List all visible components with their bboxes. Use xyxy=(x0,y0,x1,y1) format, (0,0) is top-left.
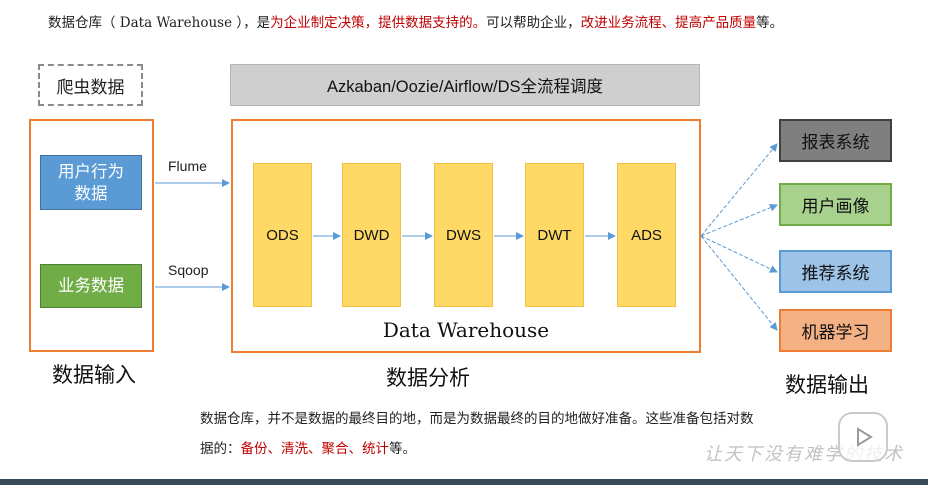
intro-text-3: 等。 xyxy=(756,15,784,31)
intro-highlight-1: 为企业制定决策，提供数据支持的。 xyxy=(270,15,487,31)
arrow-to-report xyxy=(700,143,778,237)
user-behavior-source: 用户行为数据 xyxy=(40,155,142,210)
crawler-data-box: 爬虫数据 xyxy=(38,64,143,106)
note-text-1: 数据仓库，并不是数据的最终目的地，而是为数据最终的目的地做好准备。这些准备包括对… xyxy=(200,411,754,457)
play-button[interactable] xyxy=(838,412,888,462)
warehouse-label: Data Warehouse xyxy=(382,318,550,342)
note-highlight: 备份、清洗、聚合、统计 xyxy=(240,441,390,457)
output-user-profile: 用户画像 xyxy=(779,183,892,226)
arrow-to-recommend xyxy=(700,235,778,273)
sqoop-label: Sqoop xyxy=(168,262,209,278)
input-panel xyxy=(29,119,154,352)
output-report-system: 报表系统 xyxy=(779,119,892,162)
output-machine-learning: 机器学习 xyxy=(779,309,892,352)
layer-ads: ADS xyxy=(617,163,676,307)
layer-dwd: DWD xyxy=(342,163,401,307)
layer-dwt: DWT xyxy=(525,163,584,307)
bottom-note: 数据仓库，并不是数据的最终目的地，而是为数据最终的目的地做好准备。这些准备包括对… xyxy=(200,404,760,464)
output-recommendation-system: 推荐系统 xyxy=(779,250,892,293)
scheduler-banner: Azkaban/Oozie/Airflow/DS全流程调度 xyxy=(230,64,700,106)
intro-text-2: 可以帮助企业， xyxy=(486,15,581,31)
section-data-analysis: 数据分析 xyxy=(386,366,470,390)
business-data-source: 业务数据 xyxy=(40,264,142,308)
layer-dws: DWS xyxy=(434,163,493,307)
flume-label: Flume xyxy=(168,158,207,174)
intro-sentence: 数据仓库（ Data Warehouse ），是为企业制定决策，提供数据支持的。… xyxy=(48,11,783,31)
arrow-to-profile xyxy=(700,203,778,237)
section-data-output: 数据输出 xyxy=(785,373,869,397)
intro-highlight-2: 改进业务流程、提高产品质量 xyxy=(580,15,757,31)
intro-text-1: 数据仓库（ Data Warehouse ），是 xyxy=(48,15,271,31)
note-text-2: 等。 xyxy=(389,441,416,457)
section-data-input: 数据输入 xyxy=(52,363,136,387)
player-progress-bar[interactable] xyxy=(0,479,928,485)
layer-ods: ODS xyxy=(253,163,312,307)
warehouse-panel xyxy=(231,119,701,353)
arrow-to-ml xyxy=(700,235,778,331)
play-icon xyxy=(857,427,873,447)
